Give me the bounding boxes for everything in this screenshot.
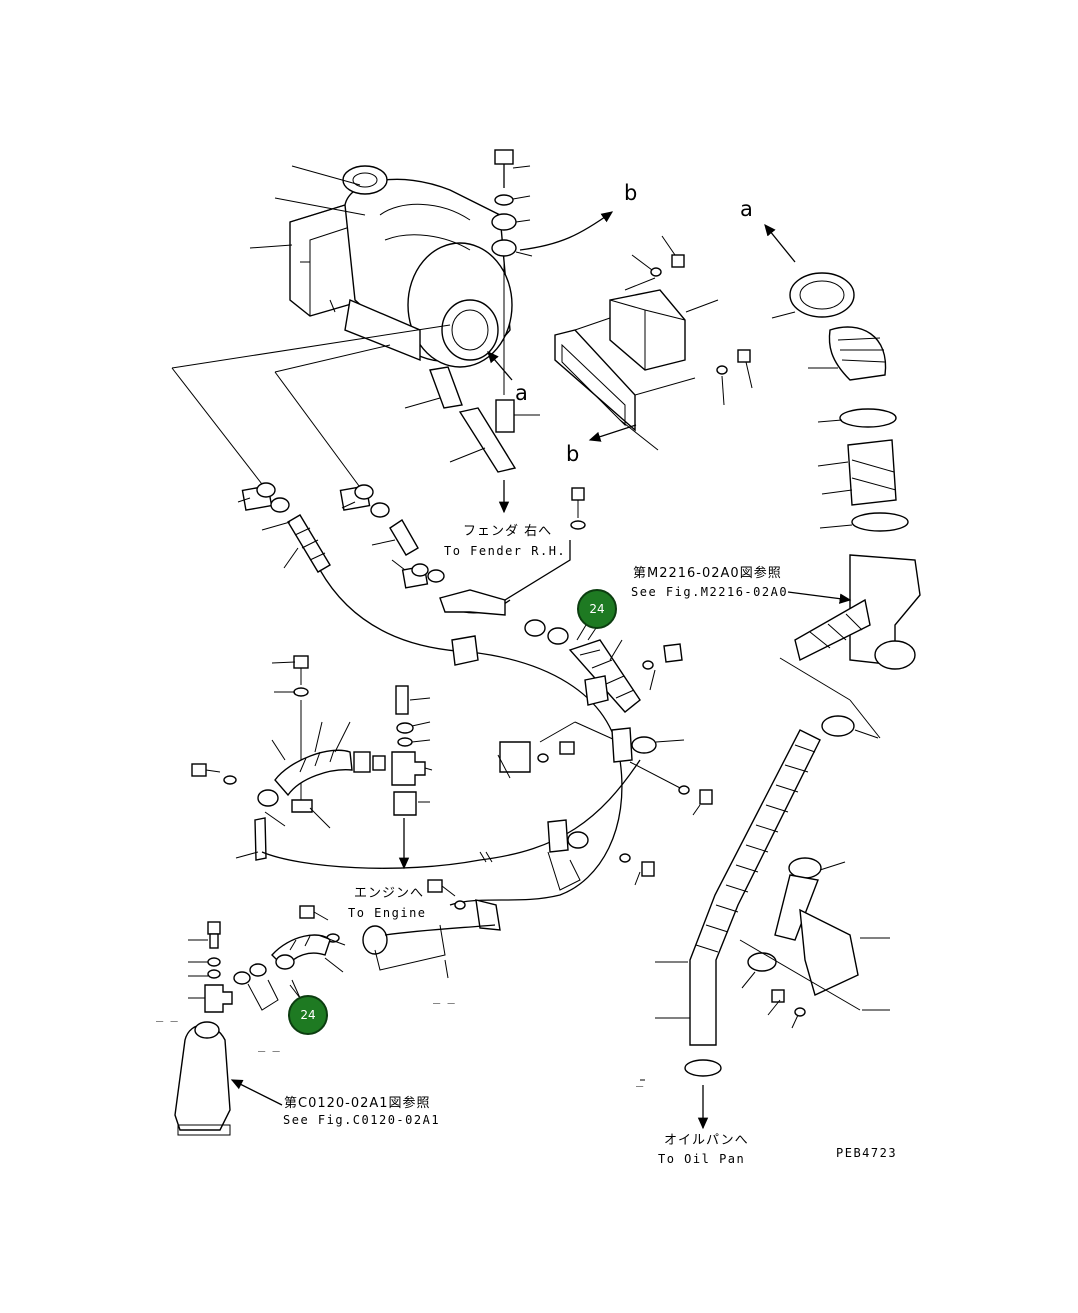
fig-m2216-en: See Fig.M2216-02A0 [631, 585, 789, 599]
oil-pan-callout-en: To Oil Pan [658, 1152, 746, 1166]
dash-mark-mid: _ _ [258, 1038, 280, 1052]
main-hoses [319, 487, 641, 906]
badge-leader-2 [289, 984, 301, 999]
dash-mark-left: _ _ [156, 1008, 178, 1022]
part-badge-24-lower[interactable]: 24 [288, 995, 328, 1035]
bolt-stack [491, 149, 540, 433]
dash-mark-center: _ _ [433, 990, 455, 1004]
fender-callout-en: To Fender R.H. [444, 544, 567, 558]
dash-mark-right: _ [636, 1073, 644, 1087]
letter-a-top: a [740, 197, 753, 221]
letter-b-mid: b [566, 442, 580, 466]
mid-brackets [497, 643, 713, 891]
compressor-assembly [289, 165, 513, 368]
left-hose-group [237, 482, 445, 589]
intake-bellows [764, 223, 921, 739]
fender-callout-jp: フェンダ 右へ [463, 524, 553, 539]
oil-drain-pipe [640, 715, 890, 1130]
badge-leader-1 [587, 627, 597, 641]
engine-callout-en: To Engine [348, 906, 427, 920]
part-badge-24-upper[interactable]: 24 [577, 589, 617, 629]
compressor-leaders [171, 165, 614, 491]
fig-m2216-jp: 第M2216-02A0図参照 [633, 566, 782, 581]
letter-b-top: b [624, 181, 638, 205]
fig-c0120-jp: 第C0120-02A1図参照 [284, 1096, 431, 1111]
oil-tank-panel [554, 235, 753, 451]
letter-a-mid: a [515, 381, 528, 405]
drawing-code: PEB4723 [836, 1146, 898, 1160]
engine-callout-jp: エンジンへ [354, 886, 425, 901]
fig-c0120-en: See Fig.C0120-02A1 [283, 1113, 441, 1127]
lower-middle-parts [174, 879, 501, 1136]
mount-brackets [404, 366, 517, 514]
oil-pan-callout-jp: オイルパンへ [664, 1133, 749, 1148]
lower-fittings [191, 655, 641, 870]
